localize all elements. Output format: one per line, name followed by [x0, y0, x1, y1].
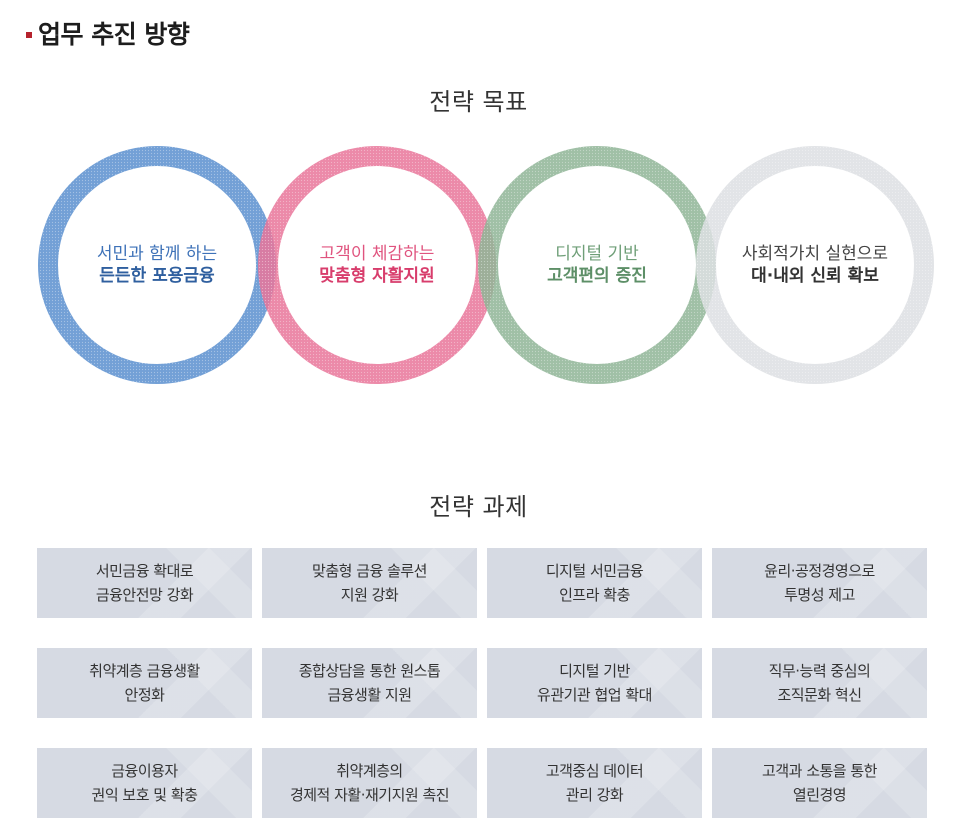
goal-label-line2: 맞춤형 자활지원	[319, 266, 435, 286]
task-line1: 디지털 기반	[559, 662, 630, 680]
task-line2: 금융생활 지원	[327, 686, 412, 704]
task-line1: 종합상담을 통한 원스톱	[298, 662, 441, 680]
task-line1: 취약계층 금융생활	[89, 662, 200, 680]
task-line1: 고객중심 데이터	[545, 762, 644, 780]
task-line2: 금융안전망 강화	[95, 586, 194, 604]
task-line2: 경제적 자활·재기지원 촉진	[289, 786, 450, 804]
task-line1: 금융이용자	[111, 762, 178, 780]
task-line1: 서민금융 확대로	[95, 562, 194, 580]
task-line2: 조직문화 혁신	[777, 686, 862, 704]
strategic-goals-heading: 전략 목표	[429, 88, 528, 116]
task-line1: 직무·능력 중심의	[768, 662, 871, 680]
goal-label-line1: 서민과 함께 하는	[96, 244, 218, 264]
section-header: 업무 추진 방향	[26, 16, 190, 50]
task-line2: 안정화	[124, 686, 165, 704]
goal-label-line2: 대·내외 신뢰 확보	[751, 266, 879, 286]
task-line2: 인프라 확충	[559, 586, 630, 604]
goal-label-line2: 든든한 포용금융	[99, 266, 215, 286]
task-line1: 디지털 서민금융	[545, 562, 644, 580]
task-line2: 지원 강화	[340, 586, 399, 604]
task-line2: 관리 강화	[565, 786, 624, 804]
goal-label-line1: 디지털 기반	[555, 244, 639, 264]
task-line2: 권익 보호 및 확충	[91, 786, 198, 804]
task-line1: 윤리·공정경영으로	[764, 562, 875, 580]
goal-ring-texture-4	[696, 146, 934, 384]
task-line1: 고객과 소통을 통한	[762, 762, 877, 780]
goal-label-line2: 고객편의 증진	[547, 266, 647, 286]
square-bullet-icon	[26, 32, 32, 38]
task-line2: 유관기관 협업 확대	[537, 686, 652, 704]
task-line2: 투명성 제고	[784, 586, 855, 604]
task-line2: 열린경영	[792, 786, 847, 804]
section-title: 업무 추진 방향	[38, 20, 190, 49]
goal-rings-graphic	[38, 146, 934, 384]
goal-label-line1: 사회적가치 실현으로	[741, 244, 889, 264]
task-line1: 맞춤형 금융 솔루션	[312, 562, 427, 580]
strategic-tasks-heading: 전략 과제	[429, 493, 528, 521]
task-line1: 취약계층의	[336, 762, 403, 780]
goal-label-line1: 고객이 체감하는	[319, 244, 435, 264]
